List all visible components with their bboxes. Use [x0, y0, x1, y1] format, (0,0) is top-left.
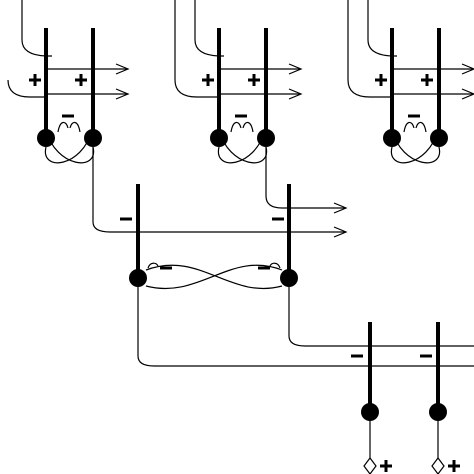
plus-sign	[202, 74, 214, 86]
reciprocal-link	[217, 129, 266, 164]
neuron-soma	[430, 129, 448, 147]
neuron-soma	[84, 129, 102, 147]
arrow-head	[461, 63, 474, 75]
neuron-soma	[280, 269, 298, 287]
reciprocal-link	[69, 121, 81, 133]
reciprocal-link	[242, 121, 254, 133]
reciprocal-link	[145, 264, 283, 290]
input-wire-b	[347, 0, 392, 98]
reciprocal-link	[269, 262, 281, 269]
arrow-head	[115, 88, 130, 100]
plus-sign	[448, 460, 460, 472]
plus-sign	[421, 74, 433, 86]
input-wire-b	[7, 79, 46, 98]
reciprocal-link	[403, 121, 415, 133]
neuron-soma	[429, 403, 447, 421]
arrow-head	[461, 88, 474, 100]
reciprocal-link	[391, 129, 441, 164]
input-wire-b	[174, 0, 219, 98]
input-wire-from-middle-left	[137, 287, 474, 367]
reciprocal-link	[415, 121, 427, 133]
reciprocal-link	[44, 129, 93, 164]
reciprocal-link	[390, 129, 439, 164]
plus-sign	[375, 74, 387, 86]
plus-sign	[248, 74, 260, 86]
reciprocal-link	[147, 262, 159, 269]
input-wire-from-top-middle	[265, 147, 346, 209]
input-wire-from-middle-right	[288, 287, 474, 347]
reciprocal-link	[57, 121, 69, 133]
plus-sign	[380, 460, 392, 472]
reciprocal-link	[230, 121, 242, 133]
diamond-terminal	[363, 457, 377, 474]
cell-group-top-left	[7, 0, 130, 164]
neuron-soma	[361, 403, 379, 421]
neuron-soma	[129, 269, 147, 287]
arrow-head	[333, 202, 348, 214]
plus-sign	[29, 74, 41, 86]
plus-sign	[75, 74, 87, 86]
arrow-head	[288, 63, 303, 75]
cell-group-top-middle	[174, 0, 303, 164]
arrow-head	[115, 63, 130, 75]
arrow-head	[333, 226, 348, 238]
cell-group-top-right	[347, 0, 474, 164]
cell-group-bottom	[137, 287, 474, 474]
input-wire-from-top-left	[92, 147, 346, 233]
cell-group-middle	[92, 147, 348, 290]
neuron-soma	[257, 129, 275, 147]
diamond-terminal	[431, 457, 445, 474]
arrow-head	[288, 88, 303, 100]
